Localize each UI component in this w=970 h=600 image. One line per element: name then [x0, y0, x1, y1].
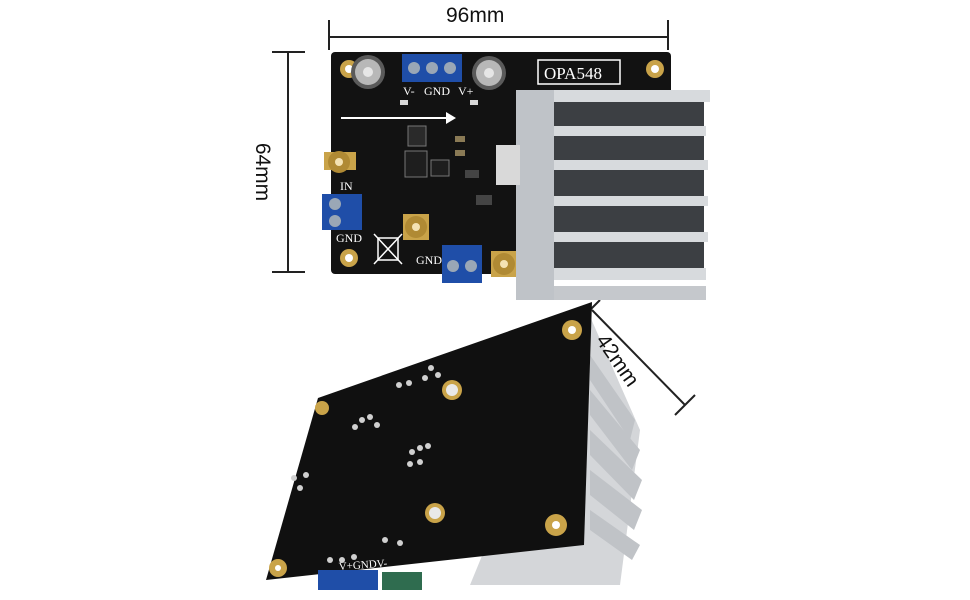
silk-gnd-left: GND: [336, 231, 362, 245]
height-dimension-label: 64mm: [251, 142, 275, 202]
heatsink: [496, 90, 710, 300]
silk-v-plus: V+: [458, 84, 474, 98]
silk-v-minus: V-: [403, 84, 415, 98]
bottom-board: [266, 302, 642, 590]
silk-gnd-bottom: GND: [416, 253, 442, 267]
height-dimension-line: [272, 51, 305, 273]
silk-in: IN: [340, 179, 353, 193]
silk-gnd-power: GND: [424, 84, 450, 98]
silk-bottom-power: V+GNDV-: [338, 558, 388, 573]
model-label: OPA548: [544, 64, 602, 83]
width-dimension-label: 96mm: [446, 4, 505, 27]
width-dimension-line: [328, 20, 669, 50]
